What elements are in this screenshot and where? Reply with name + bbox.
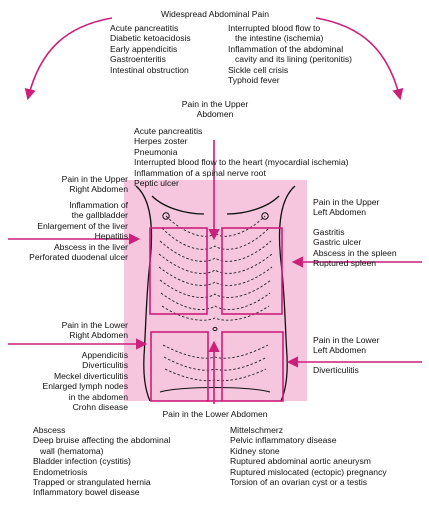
list-item: the gallbladder [71, 210, 128, 221]
lower-right-box [150, 331, 209, 402]
lower-left-list: Diverticulitis [313, 365, 359, 375]
list-item: Acute pancreatitis [134, 126, 203, 136]
list-item: Sickle cell crisis [228, 64, 289, 75]
list-item: Gastritis [313, 227, 345, 237]
list-item: Mittelschmerz [230, 425, 284, 435]
list-item: Diabetic ketoacidosis [110, 33, 191, 44]
list-item: Interrupted blood flow to the heart (myo… [134, 157, 349, 168]
list-item: Enlargement of the liver [37, 220, 128, 231]
list-item: Deep bruise affecting the abdominal [33, 435, 171, 446]
torso-outline [135, 185, 296, 402]
widespread-list-left: Acute pancreatitis Diabetic ketoacidosis… [110, 23, 191, 75]
lower-list-right: Mittelschmerz Pelvic inflammatory diseas… [230, 425, 387, 487]
list-item: Intestinal obstruction [110, 64, 189, 75]
list-item: Inflammation of the abdominal [228, 43, 344, 54]
arrow-widespread-left [24, 17, 113, 101]
list-item: Torsion of an ovarian cyst or a testis [230, 477, 368, 488]
list-item: Peptic ulcer [134, 178, 179, 189]
list-item: in the abdomen [68, 391, 128, 402]
lower-list-left: Abscess Deep bruise affecting the abdomi… [33, 425, 170, 498]
list-item: Abscess [33, 425, 66, 435]
upper-left-title: Pain in the Upper Left Abdomen [313, 197, 380, 218]
list-item: Diverticulitis [82, 360, 128, 371]
list-item: Hepatitis [94, 231, 128, 242]
list-item: Pelvic inflammatory disease [230, 435, 337, 446]
upper-right-list: Inflammation of the gallbladder Enlargem… [6, 200, 128, 262]
list-item: Ruptured mislocated (ectopic) pregnancy [230, 466, 387, 477]
list-item: Abscess in the spleen [313, 247, 397, 258]
list-item: Inflammation of [69, 200, 128, 210]
rib-lines [158, 215, 273, 382]
list-item: Endometriosis [33, 466, 88, 477]
list-item: Herpes zoster [134, 136, 188, 147]
lower-title: Pain in the Lower Abdomen [162, 409, 268, 419]
upper-right-title: Pain in the Upper Right Abdomen [61, 174, 128, 195]
lower-left-box [221, 331, 284, 402]
list-item: Abscess in the liver [53, 241, 128, 252]
upper-list: Acute pancreatitis Herpes zoster Pneumon… [134, 126, 348, 188]
list-item: Early appendicitis [110, 43, 178, 54]
list-item: Interrupted blood flow to [228, 23, 321, 33]
list-item: Ruptured abdominal aortic aneurysm [230, 456, 371, 467]
arrow-widespread-right [315, 17, 404, 101]
list-item: Inflammatory bowel disease [33, 487, 140, 498]
list-item: Enlarged lymph nodes [42, 381, 128, 392]
widespread-title: Widespread Abdominal Pain [161, 9, 269, 19]
list-item: cavity and its lining (peritonitis) [235, 54, 353, 65]
list-item: the intestine (ischemia) [235, 33, 324, 44]
list-item: Diverticulitis [313, 365, 359, 375]
list-item: Kidney stone [230, 445, 280, 456]
widespread-list-right: Interrupted blood flow to the intestine … [228, 23, 352, 85]
quadrant-boxes [149, 227, 284, 402]
torso-background [124, 180, 307, 401]
list-item: Perforated duodenal ulcer [29, 252, 128, 263]
body-marks [159, 212, 271, 393]
upper-left-list: Gastritis Gastric ulcer Abscess in the s… [313, 227, 397, 269]
list-item: Appendicitis [81, 350, 128, 360]
list-item: Gastric ulcer [313, 237, 362, 248]
upper-right-box [149, 227, 208, 315]
list-item: wall (hematoma) [40, 445, 104, 456]
lower-left-title: Pain in the Lower Left Abdomen [313, 335, 380, 356]
upper-left-box [221, 227, 283, 315]
list-item: Meckel diverticulitis [53, 370, 128, 381]
list-item: Trapped or strangulated hernia [33, 477, 151, 488]
list-item: Ruptured spleen [313, 258, 377, 269]
list-item: Inflammation of a spinal nerve root [134, 167, 266, 178]
list-item: Crohn disease [72, 402, 128, 413]
lower-right-list: Appendicitis Diverticulitis Meckel diver… [6, 350, 128, 412]
list-item: Typhoid fever [228, 75, 280, 86]
upper-title: Pain in the Upper Abdomen [181, 99, 249, 120]
list-item: Pneumonia [134, 146, 178, 157]
lower-right-title: Pain in the Lower Right Abdomen [61, 320, 128, 341]
list-item: Acute pancreatitis [110, 23, 179, 33]
arrows [8, 17, 422, 404]
list-item: Gastroenteritis [110, 54, 166, 65]
list-item: Bladder infection (cystitis) [33, 456, 131, 467]
